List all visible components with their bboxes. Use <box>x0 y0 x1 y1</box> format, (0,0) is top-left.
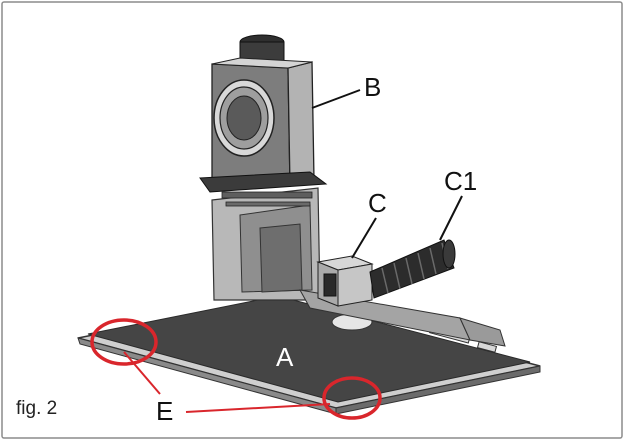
base-plate <box>77 295 541 415</box>
highlight-circle-left <box>90 318 158 366</box>
label-e: E <box>156 396 174 426</box>
column-body <box>199 34 328 207</box>
leader-line-c <box>351 217 377 259</box>
label-c: C <box>368 188 387 218</box>
leader-line-e-right <box>185 403 331 413</box>
flexible-hose <box>369 239 456 299</box>
connector-box <box>316 255 374 307</box>
leader-line-c1 <box>439 195 463 241</box>
leader-line-e-left <box>123 351 161 395</box>
highlight-circle-right <box>322 376 382 420</box>
label-b: B <box>364 72 382 102</box>
label-a: A <box>276 342 294 372</box>
label-c1: C1 <box>444 166 478 196</box>
leader-line-b <box>311 89 361 109</box>
figure-caption: fig. 2 <box>16 398 58 419</box>
